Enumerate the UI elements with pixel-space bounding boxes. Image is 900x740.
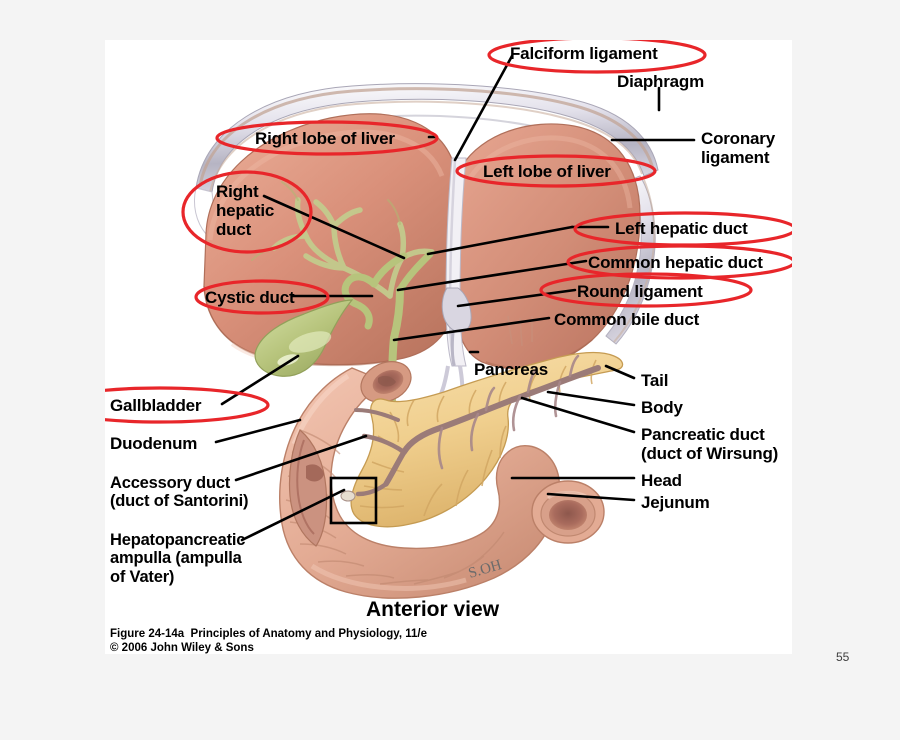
label-hepatopancreatic-ampulla: Hepatopancreatic ampulla (ampulla of Vat… bbox=[110, 531, 246, 586]
highlight-left-lobe-of-liver bbox=[455, 154, 657, 188]
label-gallbladder: Gallbladder bbox=[110, 396, 202, 415]
figure-caption-line1: Figure 24-14a Principles of Anatomy and … bbox=[110, 628, 427, 640]
label-pancreas: Pancreas bbox=[474, 360, 549, 379]
leader-common-hepatic-duct bbox=[396, 259, 588, 292]
label-diaphragm: Diaphragm bbox=[617, 72, 704, 91]
leader-common-bile-duct bbox=[392, 316, 551, 342]
label-common-bile-duct: Common bile duct bbox=[554, 310, 700, 329]
label-common-hepatic-duct: Common hepatic duct bbox=[588, 253, 763, 272]
leader-right-hepatic-duct bbox=[262, 194, 406, 260]
label-falciform-ligament: Falciform ligament bbox=[510, 44, 658, 63]
slide-number: 55 bbox=[836, 650, 850, 664]
leader-jejunum bbox=[546, 492, 636, 502]
highlight-common-hepatic-duct bbox=[566, 244, 792, 280]
leader-body bbox=[546, 390, 636, 407]
highlight-falciform-ligament bbox=[487, 40, 707, 74]
label-right-lobe-of-liver: Right lobe of liver bbox=[255, 129, 395, 148]
label-cystic-duct: Cystic duct bbox=[205, 288, 295, 307]
leader-hepatopancreatic-ampulla bbox=[240, 488, 346, 542]
leader-round-ligament bbox=[456, 288, 577, 308]
label-coronary-ligament: Coronary ligament bbox=[701, 129, 775, 168]
leader-tail bbox=[604, 364, 636, 380]
label-body: Body bbox=[641, 398, 683, 417]
label-tail: Tail bbox=[641, 371, 669, 390]
label-pancreatic-duct: Pancreatic duct (duct of Wirsung) bbox=[641, 425, 779, 464]
pancreas-organ bbox=[340, 351, 624, 528]
falciform-ligament-structure bbox=[438, 157, 472, 397]
highlight-gallbladder bbox=[105, 386, 270, 424]
highlight-right-hepatic-duct bbox=[181, 170, 313, 254]
label-round-ligament: Round ligament bbox=[577, 282, 703, 301]
leader-left-hepatic-duct-2 bbox=[426, 225, 574, 256]
label-accessory-duct: Accessory duct (duct of Santorini) bbox=[110, 474, 249, 511]
leader-pancreatic-duct bbox=[520, 396, 636, 434]
anatomy-illustration: S.OH bbox=[105, 40, 792, 599]
label-jejunum: Jejunum bbox=[641, 493, 710, 512]
label-head: Head bbox=[641, 471, 682, 490]
leader-lines bbox=[214, 54, 696, 542]
duodenum-cut-end-superior bbox=[360, 361, 412, 403]
label-right-hepatic-duct: Right hepatic duct bbox=[216, 182, 275, 240]
leader-falciform-ligament bbox=[453, 54, 514, 162]
highlight-round-ligament bbox=[539, 272, 753, 308]
figure-caption-line2: © 2006 John Wiley & Sons bbox=[110, 642, 254, 654]
jejunum-cut-end bbox=[531, 480, 605, 544]
highlight-cystic-duct bbox=[194, 279, 330, 315]
highlight-right-lobe-of-liver bbox=[215, 120, 439, 156]
ampulla-callout-box bbox=[329, 476, 378, 525]
highlight-ellipses bbox=[105, 40, 792, 424]
label-left-lobe-of-liver: Left lobe of liver bbox=[483, 162, 611, 181]
label-duodenum: Duodenum bbox=[110, 434, 198, 453]
leader-duodenum bbox=[214, 418, 302, 444]
anterior-view-title: Anterior view bbox=[366, 598, 500, 621]
leader-accessory-duct bbox=[234, 434, 368, 482]
label-left-hepatic-duct: Left hepatic duct bbox=[615, 219, 748, 238]
leader-gallbladder bbox=[220, 354, 300, 406]
